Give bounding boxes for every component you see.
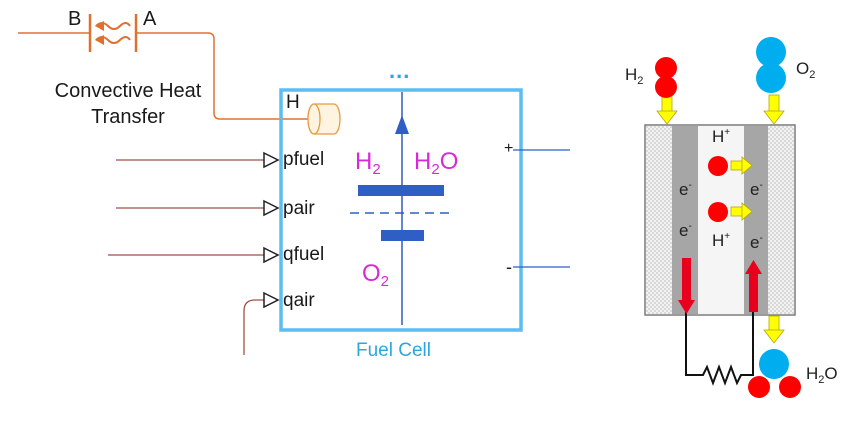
- thermal-port-icon[interactable]: [307, 103, 341, 135]
- port-b-label: B: [68, 8, 82, 30]
- negative-terminal-label: -: [506, 257, 512, 277]
- convective-heat-transfer-block[interactable]: [18, 14, 312, 120]
- external-circuit-wire: [685, 312, 754, 386]
- input-signal-wires: [108, 159, 264, 355]
- proton-1: [708, 156, 728, 176]
- flow-arrowhead: [395, 115, 409, 134]
- heat-arrowhead-top: [95, 21, 104, 31]
- cathode-plate-icon: [381, 230, 424, 241]
- heat-arrowhead-bottom: [95, 35, 104, 45]
- electron-label-cathode-1: e-: [750, 180, 763, 199]
- schematic-h2o-label: H2O: [806, 364, 838, 386]
- proton-2: [708, 202, 728, 222]
- proton-label-bottom: H+: [712, 231, 731, 250]
- h2-formula: H2: [355, 148, 381, 178]
- fuel-cell-block[interactable]: [108, 88, 570, 355]
- thermal-port-label: H: [286, 92, 300, 113]
- port-qfuel-label: qfuel: [283, 244, 325, 265]
- fuel-cell-frame: [279, 88, 523, 332]
- block-menu-ellipsis[interactable]: ...: [389, 58, 411, 83]
- port-a-label: A: [143, 8, 157, 30]
- electron-label-anode-1: e-: [679, 180, 692, 199]
- fuel-cell-title: Fuel Cell: [356, 340, 431, 361]
- h2o-formula: H2O: [414, 148, 459, 178]
- electron-label-cathode-2: e-: [750, 233, 763, 252]
- pem-schematic: [644, 37, 801, 398]
- cathode-gdl: [768, 126, 794, 314]
- input-port-arrows[interactable]: [263, 151, 280, 309]
- o2-molecule: [756, 37, 786, 93]
- flow-arrows: [656, 94, 785, 344]
- port-qair-label: qair: [283, 290, 315, 311]
- electron-label-anode-2: e-: [679, 221, 692, 240]
- anode-gdl: [646, 126, 672, 314]
- port-pfuel-label: pfuel: [283, 149, 325, 170]
- anode-plate-icon: [358, 185, 444, 196]
- o2-formula: O2: [362, 260, 390, 290]
- heat-wire-right: [136, 32, 312, 120]
- heat-block-title: Convective Heat Transfer: [54, 80, 202, 128]
- proton-label-top: H+: [712, 127, 731, 146]
- positive-terminal-label: +: [504, 140, 514, 157]
- port-pair-label: pair: [283, 198, 315, 219]
- h2-molecule: [655, 57, 677, 98]
- current-arrows: [678, 258, 762, 314]
- h2o-molecule: [748, 349, 801, 398]
- schematic-o2-label: O2: [796, 59, 816, 81]
- schematic-h2-label: H2: [625, 65, 644, 87]
